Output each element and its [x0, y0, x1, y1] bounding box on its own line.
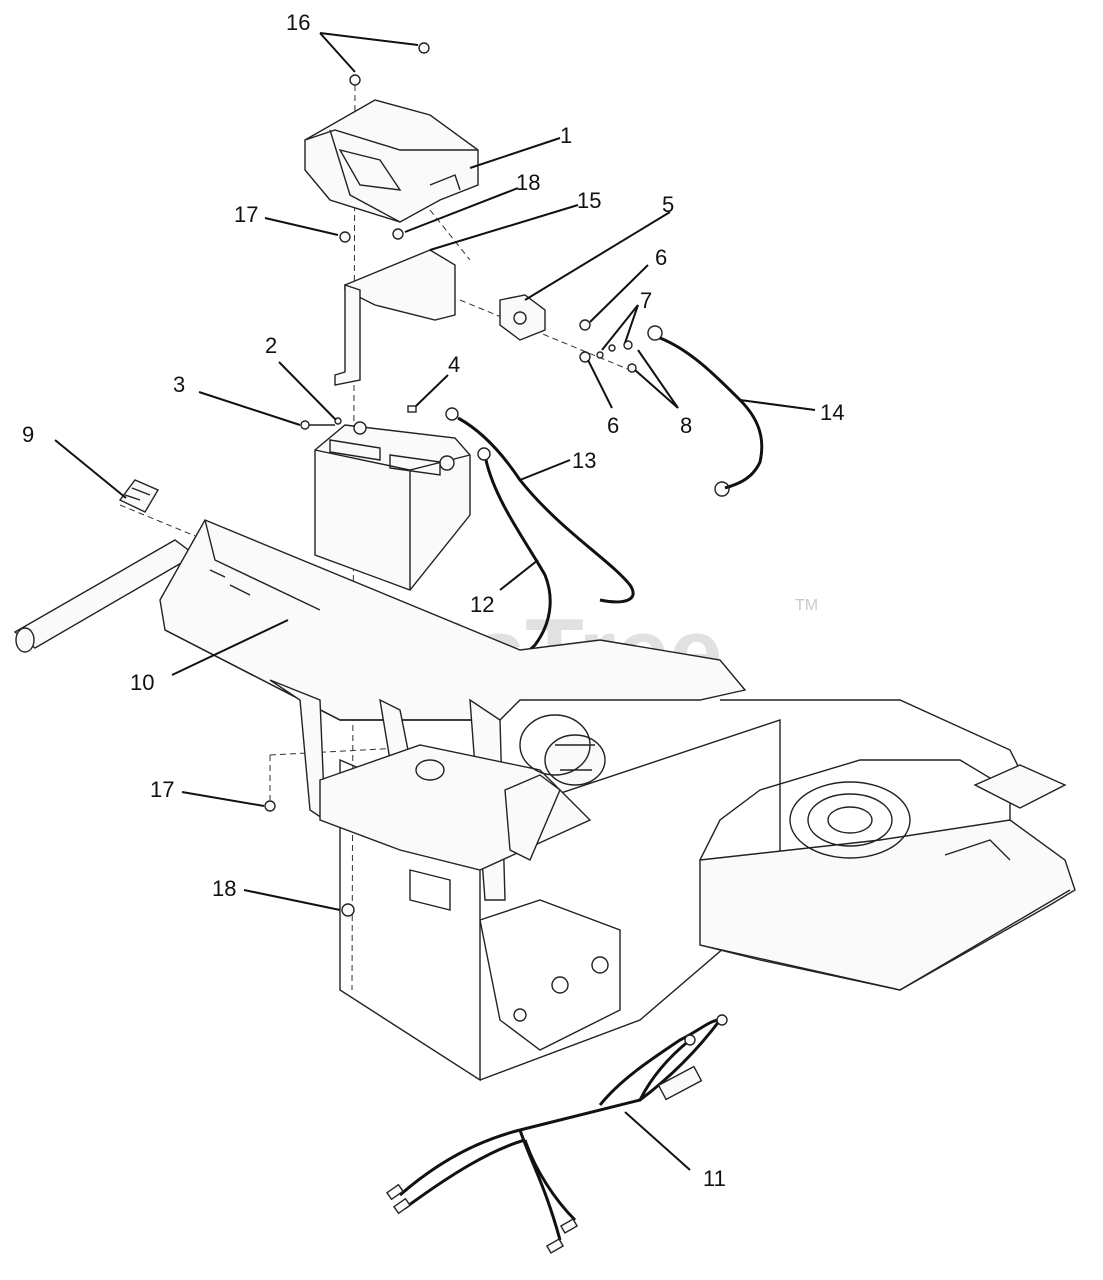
mower-deck — [699, 699, 1076, 991]
wire-harness-11 — [385, 1014, 728, 1254]
callout-7: 7 — [640, 288, 652, 313]
callout-10: 10 — [130, 670, 154, 695]
engine-component — [415, 714, 606, 861]
nut-18-icon — [392, 228, 404, 240]
callout-5: 5 — [662, 192, 674, 217]
nut-18-icon — [341, 903, 355, 917]
callout-17: 17 — [234, 202, 258, 227]
battery-bracket — [334, 249, 456, 386]
callout-labels: 16 1 18 15 17 5 6 7 2 4 3 6 8 14 9 13 12… — [22, 10, 844, 1191]
watermark-trademark: TM — [795, 597, 818, 614]
callout-15: 15 — [577, 188, 601, 213]
solenoid — [499, 294, 546, 341]
callout-12: 12 — [470, 592, 494, 617]
cable-13 — [445, 407, 635, 604]
callout-18: 18 — [516, 170, 540, 195]
callout-17: 17 — [150, 777, 174, 802]
callout-13: 13 — [572, 448, 596, 473]
bolt-17-icon — [264, 800, 276, 812]
hardware-2-3-4-icon — [300, 405, 417, 430]
callout-16: 16 — [286, 10, 310, 35]
callout-6: 6 — [655, 245, 667, 270]
leader-lines — [54, 32, 816, 1171]
callout-18: 18 — [212, 876, 236, 901]
callout-14: 14 — [820, 400, 844, 425]
bolt-17-icon — [339, 231, 351, 243]
connector-9-icon — [118, 479, 160, 513]
callout-8: 8 — [680, 413, 692, 438]
callout-6: 6 — [607, 413, 619, 438]
cable-14 — [647, 325, 764, 497]
callout-1: 1 — [560, 123, 572, 148]
callout-4: 4 — [448, 352, 460, 377]
battery-cover — [304, 99, 479, 223]
callout-2: 2 — [265, 333, 277, 358]
callout-3: 3 — [173, 372, 185, 397]
callout-11: 11 — [703, 1166, 726, 1191]
callout-9: 9 — [22, 422, 34, 447]
battery — [314, 421, 471, 591]
bolt-16-icon — [349, 42, 430, 86]
hardware-6-7-8-icon — [579, 319, 637, 373]
